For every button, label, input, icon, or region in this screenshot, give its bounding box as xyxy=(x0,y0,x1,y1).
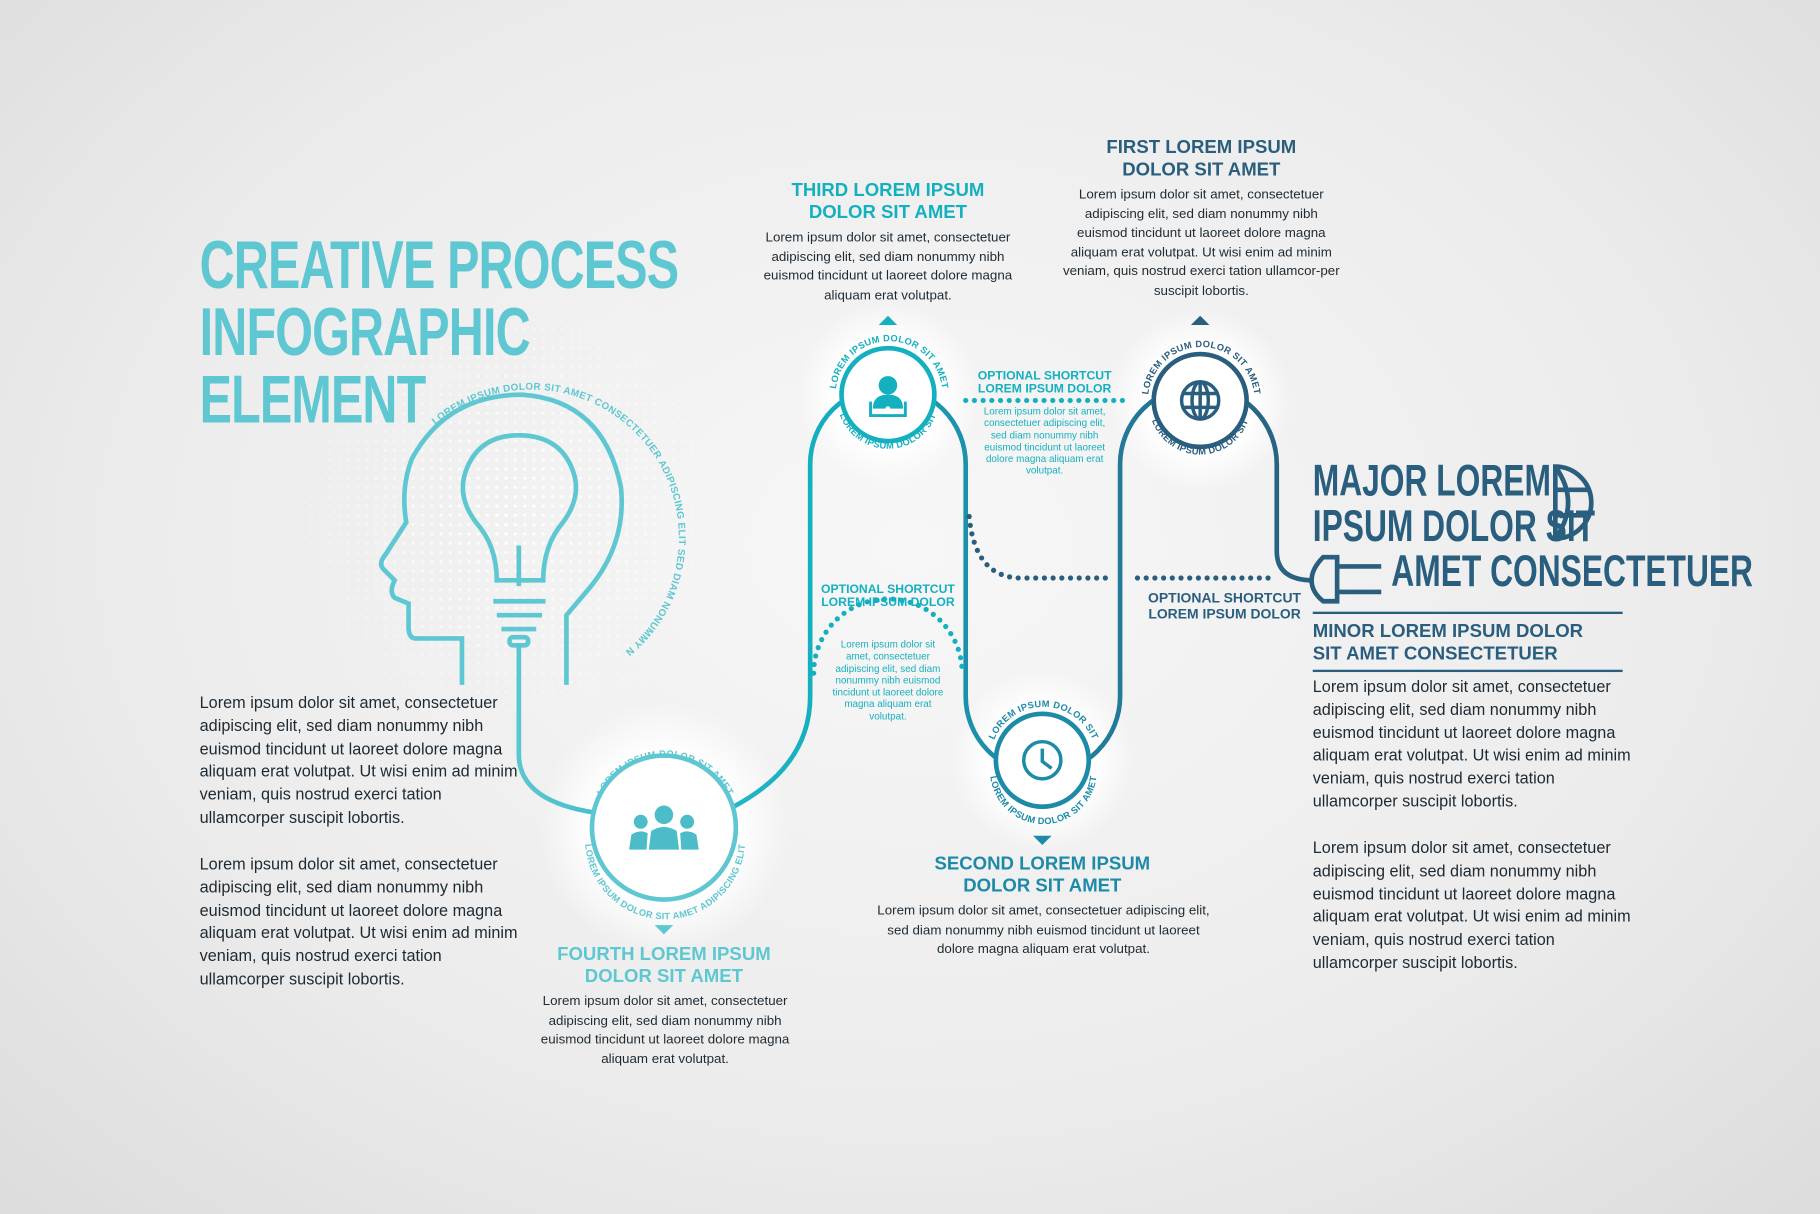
left-paragraph: Lorem ipsum dolor sit amet, consectetuer… xyxy=(199,854,518,988)
shortcut-heading: OPTIONAL SHORTCUT LOREM IPSUM DOLOR xyxy=(977,369,1112,396)
step-second-text: Lorem ipsum dolor sit amet, consectetuer… xyxy=(877,904,1210,957)
shortcut-dots xyxy=(811,596,965,676)
divider xyxy=(1312,669,1623,672)
major-line: IPSUM DOLOR SIT xyxy=(1312,502,1596,552)
step-fourth-text: Lorem ipsum dolor sit amet, consectetuer… xyxy=(540,994,790,1067)
left-paragraph: Lorem ipsum dolor sit amet, consectetuer… xyxy=(199,692,518,827)
clock-icon xyxy=(1021,739,1063,781)
minor-heading: MINOR LOREM IPSUM DOLOR SIT AMET CONSECT… xyxy=(1312,622,1584,664)
pointer-up-icon xyxy=(1190,315,1210,325)
globe-icon xyxy=(1179,380,1221,421)
shortcut-text: Lorem ipsum dolor sit amet, consectetuer… xyxy=(983,405,1106,477)
team-icon xyxy=(629,805,699,850)
title-line: INFOGRAPHIC xyxy=(199,294,531,371)
major-line: AMET CONSECTETUER xyxy=(1391,547,1753,597)
title-line: CREATIVE PROCESS xyxy=(199,227,679,303)
shortcut-dots xyxy=(966,513,1112,581)
step-third-heading: THIRD LOREM IPSUM DOLOR SIT AMET xyxy=(791,181,985,223)
major-line: MAJOR LOREM xyxy=(1312,457,1551,507)
pointer-up-icon xyxy=(878,315,898,325)
step-first-node[interactable] xyxy=(1151,351,1249,450)
divider xyxy=(1312,611,1623,615)
user-laptop-icon xyxy=(869,376,907,417)
shortcut-heading: OPTIONAL SHORTCUT LOREM IPSUM DOLOR xyxy=(1148,589,1302,623)
step-third-node[interactable] xyxy=(839,345,937,444)
major-heading: MAJOR LOREM IPSUM DOLOR SIT AMET CONSECT… xyxy=(1312,457,1753,597)
shortcut-text: Lorem ipsum dolor sit amet, consectetuer… xyxy=(832,638,944,722)
step-first-text: Lorem ipsum dolor sit amet, consectetuer… xyxy=(1062,188,1340,298)
step-first-heading: FIRST LOREM IPSUM DOLOR SIT AMET xyxy=(1106,138,1297,180)
right-paragraph: Lorem ipsum dolor sit amet, consectetuer… xyxy=(1312,838,1631,972)
step-fourth-heading: FOURTH LOREM IPSUM DOLOR SIT AMET xyxy=(557,944,771,987)
title-line: ELEMENT xyxy=(199,362,427,438)
step-fourth-node[interactable] xyxy=(589,753,739,902)
step-second-heading: SECOND LOREM IPSUM DOLOR SIT AMET xyxy=(934,854,1151,897)
halftone-dots xyxy=(232,232,790,790)
pointer-down-icon xyxy=(654,925,674,935)
right-paragraph: Lorem ipsum dolor sit amet, consectetuer… xyxy=(1312,676,1631,811)
shortcut-heading: OPTIONAL SHORTCUT LOREM IPSUM DOLOR xyxy=(821,582,955,610)
head-lightbulb-icon xyxy=(378,392,624,685)
plug-icon xyxy=(1309,554,1382,604)
step-second-node[interactable] xyxy=(993,711,1092,810)
page-title: CREATIVE PROCESS INFOGRAPHIC ELEMENT xyxy=(200,232,679,434)
pointer-down-icon xyxy=(1033,835,1052,845)
step-third-text: Lorem ipsum dolor sit amet, consectetuer… xyxy=(763,230,1013,303)
half-globe-icon xyxy=(1553,464,1594,541)
